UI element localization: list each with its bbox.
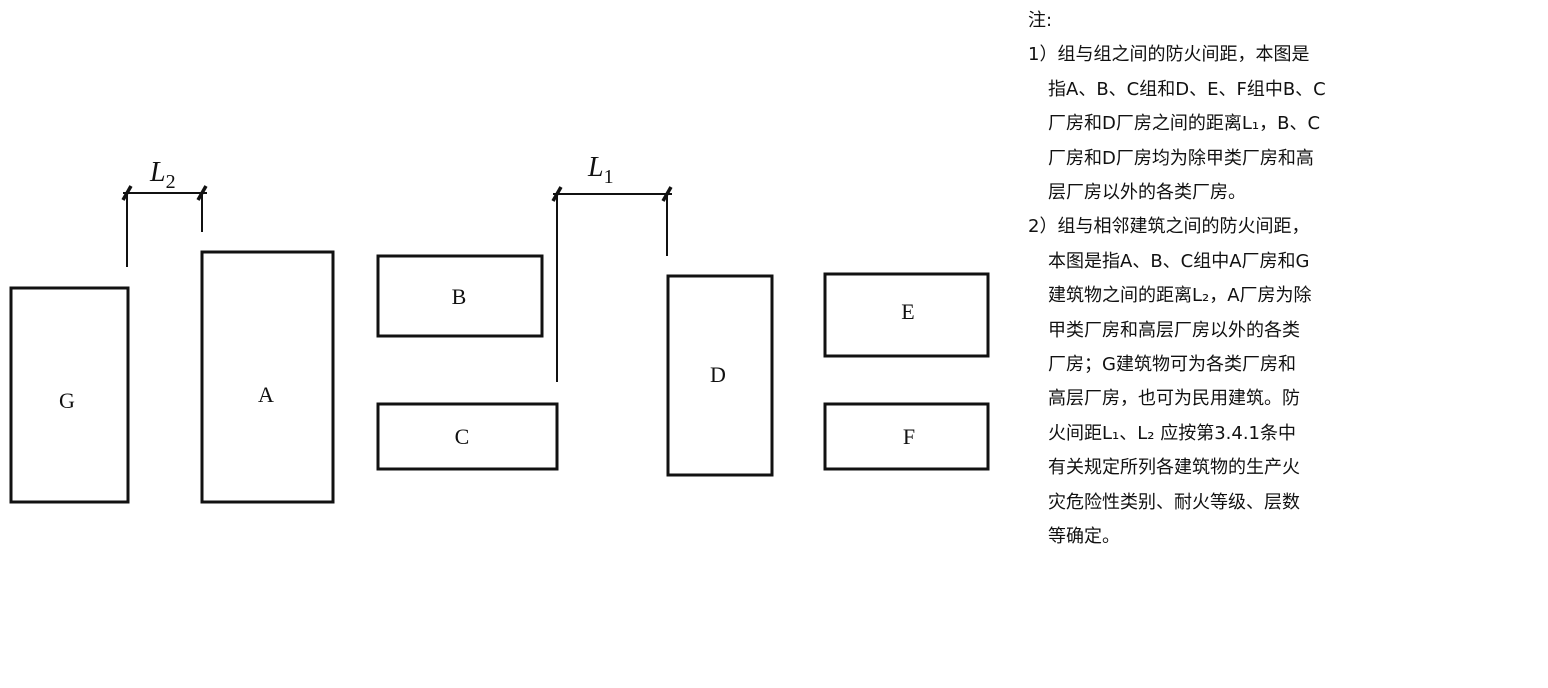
dimension-l1-label: L1 [587,152,614,188]
building-f-label: F [903,424,915,449]
note-line: 高层厂房，也可为民用建筑。防 [1048,388,1300,410]
dimension-l1-tick-left [551,186,563,202]
building-g-label: G [59,388,75,413]
note-line: 火间距L₁、L₂ 应按第3.4.1条中 [1048,422,1297,444]
building-b: B [376,254,544,338]
note-line: 建筑物之间的距离L₂，A厂房为除 [1048,285,1312,307]
dimension-l2-subscript: 2 [166,171,176,193]
dimension-l2: L2 [121,157,208,267]
building-e: E [823,272,990,358]
dimension-l1-symbol: L [587,152,604,183]
note-line: 1）组与组之间的防火间距，本图是 [1028,44,1310,66]
dimension-l1: L1 [551,152,673,382]
note-line: 2）组与相邻建筑之间的防火间距， [1028,216,1310,238]
site-plan-diagram: G A B C D E F L2 [9,152,990,504]
building-c-label: C [455,424,470,449]
note-line: 等确定。 [1048,526,1120,548]
dimension-l2-symbol: L [149,157,166,188]
dimension-l2-label: L2 [149,157,176,193]
notes-title: 注: [1028,10,1053,31]
note-line: 厂房和D厂房均为除甲类厂房和高 [1048,147,1314,169]
building-c: C [376,402,559,471]
note-line: 有关规定所列各建筑物的生产火 [1048,457,1300,479]
building-a: A [200,250,335,504]
dimension-l1-subscript: 1 [604,166,614,188]
dimension-l1-tick-right [661,186,673,202]
building-g: G [9,286,130,504]
building-e-label: E [901,299,914,324]
notes-panel: 注: 1）组与组之间的防火间距，本图是 指A、B、C组和D、E、F组中B、C 厂… [1028,4,1548,555]
building-d-label: D [710,362,726,387]
note-line: 厂房和D厂房之间的距离L₁，B、C [1048,113,1321,135]
dimension-l2-tick-right [196,185,208,201]
building-f: F [823,402,990,471]
building-b-label: B [452,284,467,309]
note-line: 灾危险性类别、耐火等级、层数 [1048,491,1300,513]
note-line: 指A、B、C组和D、E、F组中B、C [1048,78,1326,100]
building-d: D [666,274,774,477]
dimension-l2-tick-left [121,185,133,201]
note-line: 厂房；G建筑物可为各类厂房和 [1048,354,1296,376]
note-line: 本图是指A、B、C组中A厂房和G [1048,250,1310,272]
building-a-label: A [258,382,274,407]
note-line: 层厂房以外的各类厂房。 [1048,182,1246,204]
note-line: 甲类厂房和高层厂房以外的各类 [1048,319,1300,341]
